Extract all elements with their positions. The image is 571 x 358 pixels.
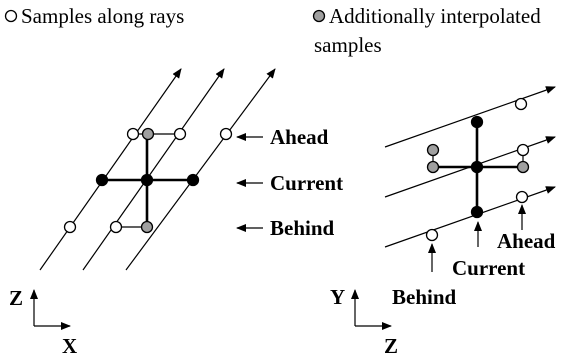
left-sample-open bbox=[126, 127, 140, 141]
right-axes: Y Z bbox=[330, 285, 398, 358]
right-axis-vertical-label: Y bbox=[330, 285, 345, 309]
right-axis-horizontal-label: Z bbox=[384, 334, 398, 358]
legend-interpolated-line1: Additionally interpolated bbox=[329, 4, 541, 28]
left-ray-2 bbox=[82, 68, 225, 271]
legend-interpolated-sample-icon bbox=[312, 9, 326, 23]
right-sample-open bbox=[514, 97, 528, 111]
left-sample-interpolated bbox=[141, 127, 155, 141]
left-axis-horizontal-label: X bbox=[62, 334, 77, 358]
right-sample-current bbox=[470, 205, 484, 219]
legend-samples-along-rays: Samples along rays bbox=[21, 4, 184, 28]
left-axis-vertical-label: Z bbox=[9, 286, 23, 310]
left-sample-current bbox=[95, 173, 109, 187]
right-ahead-label: Ahead bbox=[497, 229, 556, 253]
right-sample-interpolated bbox=[426, 143, 440, 157]
left-panel: Ahead Current Behind Z X bbox=[9, 68, 343, 358]
left-sample-current bbox=[186, 173, 200, 187]
legend-interpolated-line2: samples bbox=[314, 33, 382, 57]
left-ray-1 bbox=[39, 68, 182, 271]
right-sample-current bbox=[470, 160, 484, 174]
left-sample-interpolated bbox=[140, 220, 154, 234]
legend-open-sample-icon bbox=[4, 9, 18, 23]
right-sample-open bbox=[425, 228, 439, 242]
right-sample-current bbox=[470, 115, 484, 129]
right-current-label: Current bbox=[452, 256, 525, 280]
right-sample-open bbox=[516, 143, 530, 157]
left-current-label: Current bbox=[270, 171, 343, 195]
left-sample-open bbox=[63, 220, 77, 234]
left-sample-open bbox=[219, 127, 233, 141]
right-sample-interpolated bbox=[516, 160, 530, 174]
right-sample-open bbox=[515, 190, 529, 204]
left-sample-current bbox=[140, 173, 154, 187]
left-sample-open bbox=[173, 127, 187, 141]
right-ray-1 bbox=[384, 86, 556, 148]
left-axes: Z X bbox=[9, 286, 77, 358]
right-panel: Ahead Current Behind Y Z bbox=[330, 86, 556, 358]
left-sample-open bbox=[109, 220, 123, 234]
left-ray-3 bbox=[125, 68, 276, 271]
left-behind-label: Behind bbox=[270, 216, 335, 240]
right-behind-label: Behind bbox=[392, 285, 457, 309]
legend: Samples along rays Additionally interpol… bbox=[4, 4, 541, 57]
left-ahead-label: Ahead bbox=[270, 125, 329, 149]
right-sample-interpolated bbox=[426, 160, 440, 174]
